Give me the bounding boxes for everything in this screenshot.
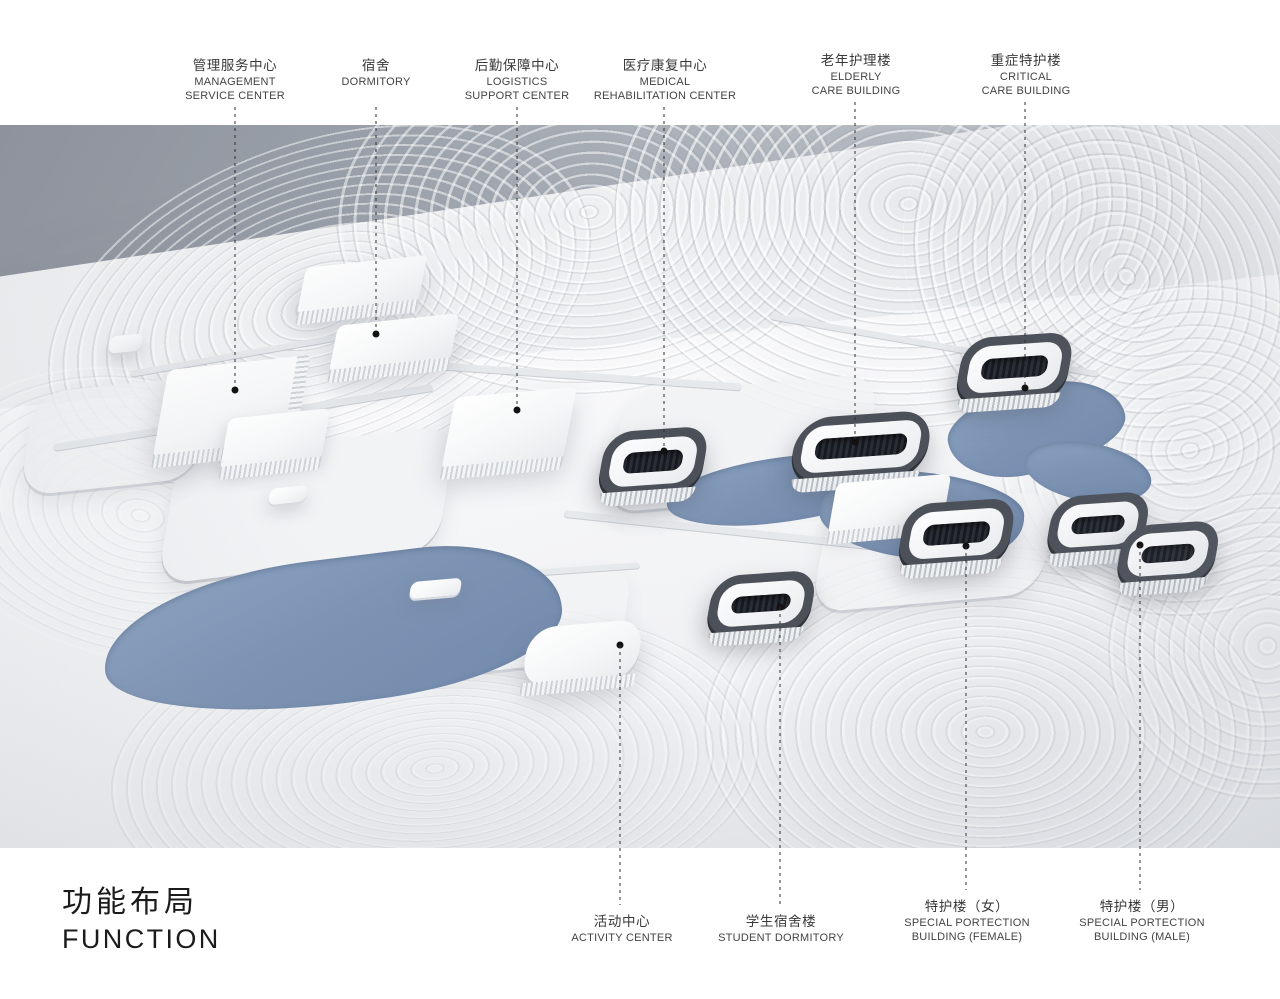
callout-label-cn: 医疗康复中心 <box>622 58 708 74</box>
callout-label-en-1: DORMITORY <box>341 76 411 88</box>
site-model-render <box>0 125 1280 848</box>
leader-line-student-dormitory <box>779 607 781 905</box>
leader-dot-medical-rehabilitation-center <box>660 447 668 455</box>
leader-line-special-protection-male <box>1139 545 1141 890</box>
callout-label-en-2: BUILDING (MALE) <box>1093 930 1191 943</box>
leader-line-critical-care-building <box>1024 102 1026 388</box>
callout-label-en-1: ACTIVITY CENTER <box>571 932 673 944</box>
callout-label-cn: 老年护理楼 <box>820 53 892 69</box>
leader-line-medical-rehabilitation-center <box>663 107 665 451</box>
callout-label-cn: 学生宿舍楼 <box>745 914 817 930</box>
leader-line-activity-center <box>619 645 621 905</box>
callout-label-cn: 特护楼（男） <box>1099 899 1185 915</box>
callout-elderly-care-building: 老年护理楼 ELDERLY CARE BUILDING <box>812 52 901 98</box>
leader-line-logistics-support-center <box>516 107 518 410</box>
callout-label-en-1: LOGISTICS <box>486 76 548 88</box>
leader-line-management-service-center <box>234 107 236 390</box>
callout-label-en-2: SUPPORT CENTER <box>464 89 570 102</box>
callout-label-en-1: SPECIAL PORTECTION <box>1079 917 1205 929</box>
board-title-cn: 功能布局 <box>62 885 198 920</box>
callout-label-cn: 特护楼（女） <box>924 899 1010 915</box>
callout-label-en-1: ELDERLY <box>830 71 882 83</box>
callout-label-en-1: CRITICAL <box>999 71 1053 83</box>
leader-dot-management-service-center <box>231 386 239 394</box>
callout-management-service-center: 管理服务中心 MANAGEMENT SERVICE CENTER <box>185 57 285 103</box>
callout-medical-rehabilitation-center: 医疗康复中心 MEDICAL REHABILITATION CENTER <box>594 57 736 103</box>
callout-label-cn: 活动中心 <box>593 914 651 930</box>
callout-special-protection-male: 特护楼（男） SPECIAL PORTECTION BUILDING (MALE… <box>1079 898 1205 944</box>
title-block: 功能布局 FUNCTION <box>62 884 221 956</box>
callout-label-en-2: CARE BUILDING <box>811 84 901 97</box>
leader-dot-critical-care-building <box>1021 384 1029 392</box>
callout-label-cn: 重症特护楼 <box>990 53 1062 69</box>
callout-label-en-2: REHABILITATION CENTER <box>593 89 737 102</box>
callout-label-en-1: STUDENT DORMITORY <box>718 932 844 944</box>
leader-line-special-protection-female <box>965 546 967 890</box>
callout-dormitory: 宿舍 DORMITORY <box>341 57 410 90</box>
callout-label-en-2: BUILDING (FEMALE) <box>911 930 1023 943</box>
callout-label-cn: 管理服务中心 <box>192 58 278 74</box>
callout-activity-center: 活动中心 ACTIVITY CENTER <box>571 913 672 946</box>
leader-line-dormitory <box>375 107 377 334</box>
callout-label-en-2: SERVICE CENTER <box>185 89 285 102</box>
callout-label-en-2: CARE BUILDING <box>981 84 1071 97</box>
leader-dot-logistics-support-center <box>513 406 521 414</box>
callout-label-en-1: MANAGEMENT <box>194 76 276 88</box>
callout-student-dormitory: 学生宿舍楼 STUDENT DORMITORY <box>718 913 844 946</box>
leader-dot-elderly-care-building <box>851 438 859 446</box>
callout-label-cn: 后勤保障中心 <box>474 58 560 74</box>
callout-label-en-1: MEDICAL <box>639 76 691 88</box>
callout-logistics-support-center: 后勤保障中心 LOGISTICS SUPPORT CENTER <box>465 57 570 103</box>
render-vignette <box>0 125 1280 848</box>
board-title-en: FUNCTION <box>62 924 221 954</box>
callout-special-protection-female: 特护楼（女） SPECIAL PORTECTION BUILDING (FEMA… <box>904 898 1030 944</box>
callout-label-cn: 宿舍 <box>361 58 391 74</box>
callout-critical-care-building: 重症特护楼 CRITICAL CARE BUILDING <box>982 52 1071 98</box>
leader-dot-dormitory <box>372 330 380 338</box>
leader-line-elderly-care-building <box>854 102 856 442</box>
callout-label-en-1: SPECIAL PORTECTION <box>904 917 1030 929</box>
